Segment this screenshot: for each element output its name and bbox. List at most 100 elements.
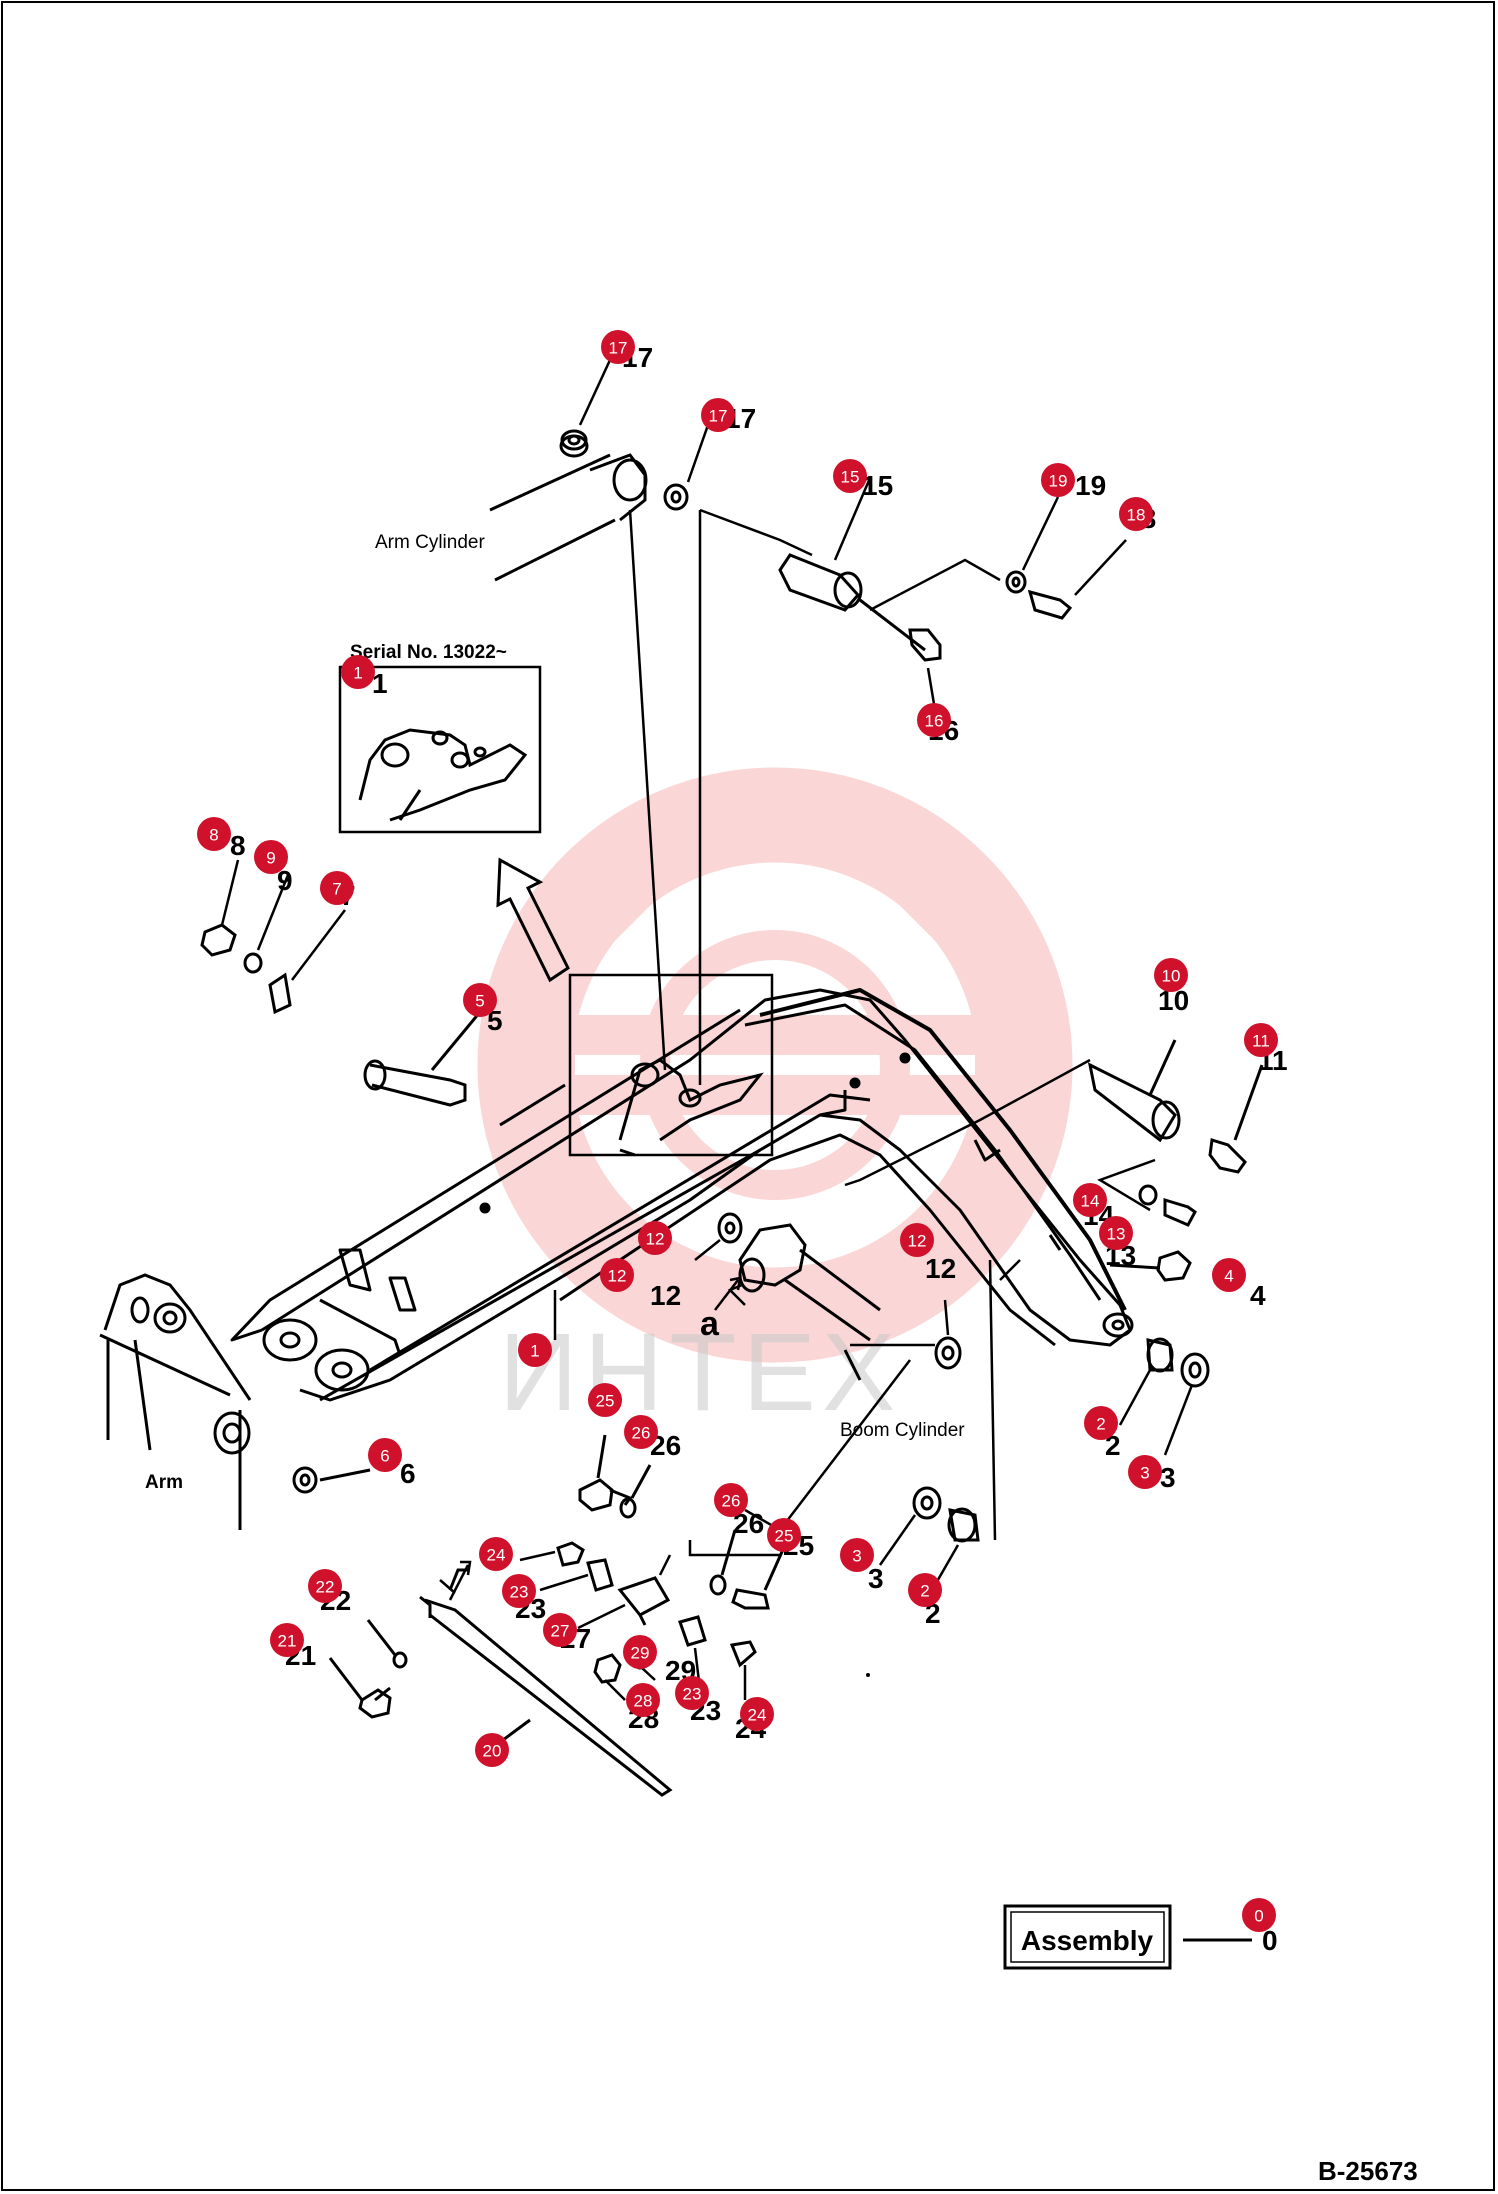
callout-number: 16 [925,712,944,731]
bolt-24-left [556,1541,585,1567]
callout-marker[interactable]: 5 [463,983,497,1017]
grease-fitting-16 [908,628,942,662]
callout-marker[interactable]: 27 [543,1613,577,1647]
callout-number: 7 [332,880,341,899]
callout-marker[interactable]: 26 [714,1483,748,1517]
callout-number: 21 [278,1632,297,1651]
callout-marker[interactable]: 9 [254,840,288,874]
callout-circle [601,330,635,364]
callout-number: 23 [510,1583,529,1602]
callout-marker[interactable]: 16 [917,703,951,737]
callout-circle [740,1697,774,1731]
callout-circle [600,1258,634,1292]
leader-lines-lower [439,1550,747,1701]
callout-number: 25 [775,1527,794,1546]
nut-4 [1109,1250,1192,1282]
callout-number: 6 [380,1447,389,1466]
callout-marker[interactable]: 26 [624,1415,658,1449]
callout-marker[interactable]: 24 [740,1697,774,1731]
callout-number: 11 [1252,1032,1270,1051]
callout-number: 27 [551,1622,570,1641]
callout-circle [1242,1898,1276,1932]
boom-main-body [230,988,1134,1402]
callout-marker[interactable]: 15 [833,459,867,493]
callout-marker[interactable]: 24 [479,1537,513,1571]
leader-lines-bushings-lower [878,1514,960,1586]
bolt-24-right [729,1640,757,1668]
washer-17-right [663,483,689,511]
callout-number: 23 [683,1685,702,1704]
callout-marker[interactable]: 28 [626,1683,660,1717]
callout-circle [341,655,375,689]
bolt-21 [328,1657,392,1719]
block-23-right [678,1615,707,1647]
callout-marker[interactable]: 3 [1128,1455,1162,1489]
callout-marker[interactable]: 10 [1154,958,1188,992]
callout-marker[interactable]: 22 [308,1569,342,1603]
callout-number: 3 [852,1547,861,1566]
callout-marker[interactable]: 20 [475,1733,509,1767]
callout-marker[interactable]: 29 [623,1635,657,1669]
bolt-25-left [578,1434,633,1512]
callout-marker[interactable]: 7 [320,871,354,905]
callout-marker[interactable]: 1 [518,1333,552,1367]
leader-lines-right [844,1058,1156,1281]
pin-10 [1087,1039,1181,1143]
callout-number: 22 [316,1578,335,1597]
callout-marker[interactable]: 0 [1242,1898,1276,1932]
callout-circle [518,1333,552,1367]
drawing-code: B-25673 [1318,2156,1418,2186]
callout-marker[interactable]: 11 [1244,1023,1278,1057]
callout-circle [675,1676,709,1710]
detail-box [568,973,774,1157]
callout-number: 28 [634,1692,653,1711]
callout-number: 12 [646,1230,665,1249]
callout-marker[interactable]: 14 [1073,1183,1107,1217]
boom-cylinder-label: Boom Cylinder [840,1420,965,1441]
arrow-a-icon [714,1276,742,1311]
callout-marker[interactable]: 23 [502,1574,536,1608]
watermark-gear-icon [477,767,1073,1363]
callout-number: 26 [722,1492,741,1511]
callout-marker[interactable]: 25 [588,1383,622,1417]
serial-inset [338,665,542,834]
callout-circle [624,1415,658,1449]
callout-marker[interactable]: 12 [900,1223,934,1257]
callout-marker[interactable]: 23 [675,1676,709,1710]
callout-circle [502,1574,536,1608]
callout-marker[interactable]: 2 [908,1573,942,1607]
bushing-3-right [1180,1352,1210,1388]
callout-marker[interactable]: 3 [840,1538,874,1572]
callout-marker[interactable]: 1 [341,655,375,689]
assembly-box [1003,1904,1172,1970]
bolt-25-right [731,1544,787,1610]
callout-marker[interactable]: 17 [601,330,635,364]
callout-marker[interactable]: 8 [197,817,231,851]
callout-number: 24 [487,1546,506,1565]
callout-marker[interactable]: 25 [767,1518,801,1552]
callout-marker[interactable]: 6 [368,1438,402,1472]
washer-14 [1138,1184,1158,1206]
callout-marker[interactable]: 18 [1119,497,1153,531]
callout-marker[interactable]: 21 [270,1623,304,1657]
callout-marker[interactable]: 13 [1099,1216,1133,1250]
callout-number: 18 [1127,506,1146,525]
callout-circle [917,703,951,737]
printed-number: 12 [925,1253,956,1284]
callout-marker[interactable]: 4 [1212,1258,1246,1292]
watermark-text: ИНТЕХ [499,1311,901,1434]
callout-marker[interactable]: 19 [1041,463,1075,497]
bushing-2-right [1146,1337,1174,1373]
callout-circle [1041,463,1075,497]
leader-lines-left [220,859,346,981]
callout-number: 13 [1107,1225,1126,1244]
bolt-18 [1027,589,1073,620]
callout-marker[interactable]: 12 [600,1258,634,1292]
callout-marker[interactable]: 2 [1084,1406,1118,1440]
bushing-2-lower [947,1507,980,1543]
callout-marker[interactable]: 17 [701,398,735,432]
callout-circle [1212,1258,1246,1292]
assembly-label: Assembly [1021,1925,1154,1956]
callout-marker[interactable]: 12 [638,1221,672,1255]
